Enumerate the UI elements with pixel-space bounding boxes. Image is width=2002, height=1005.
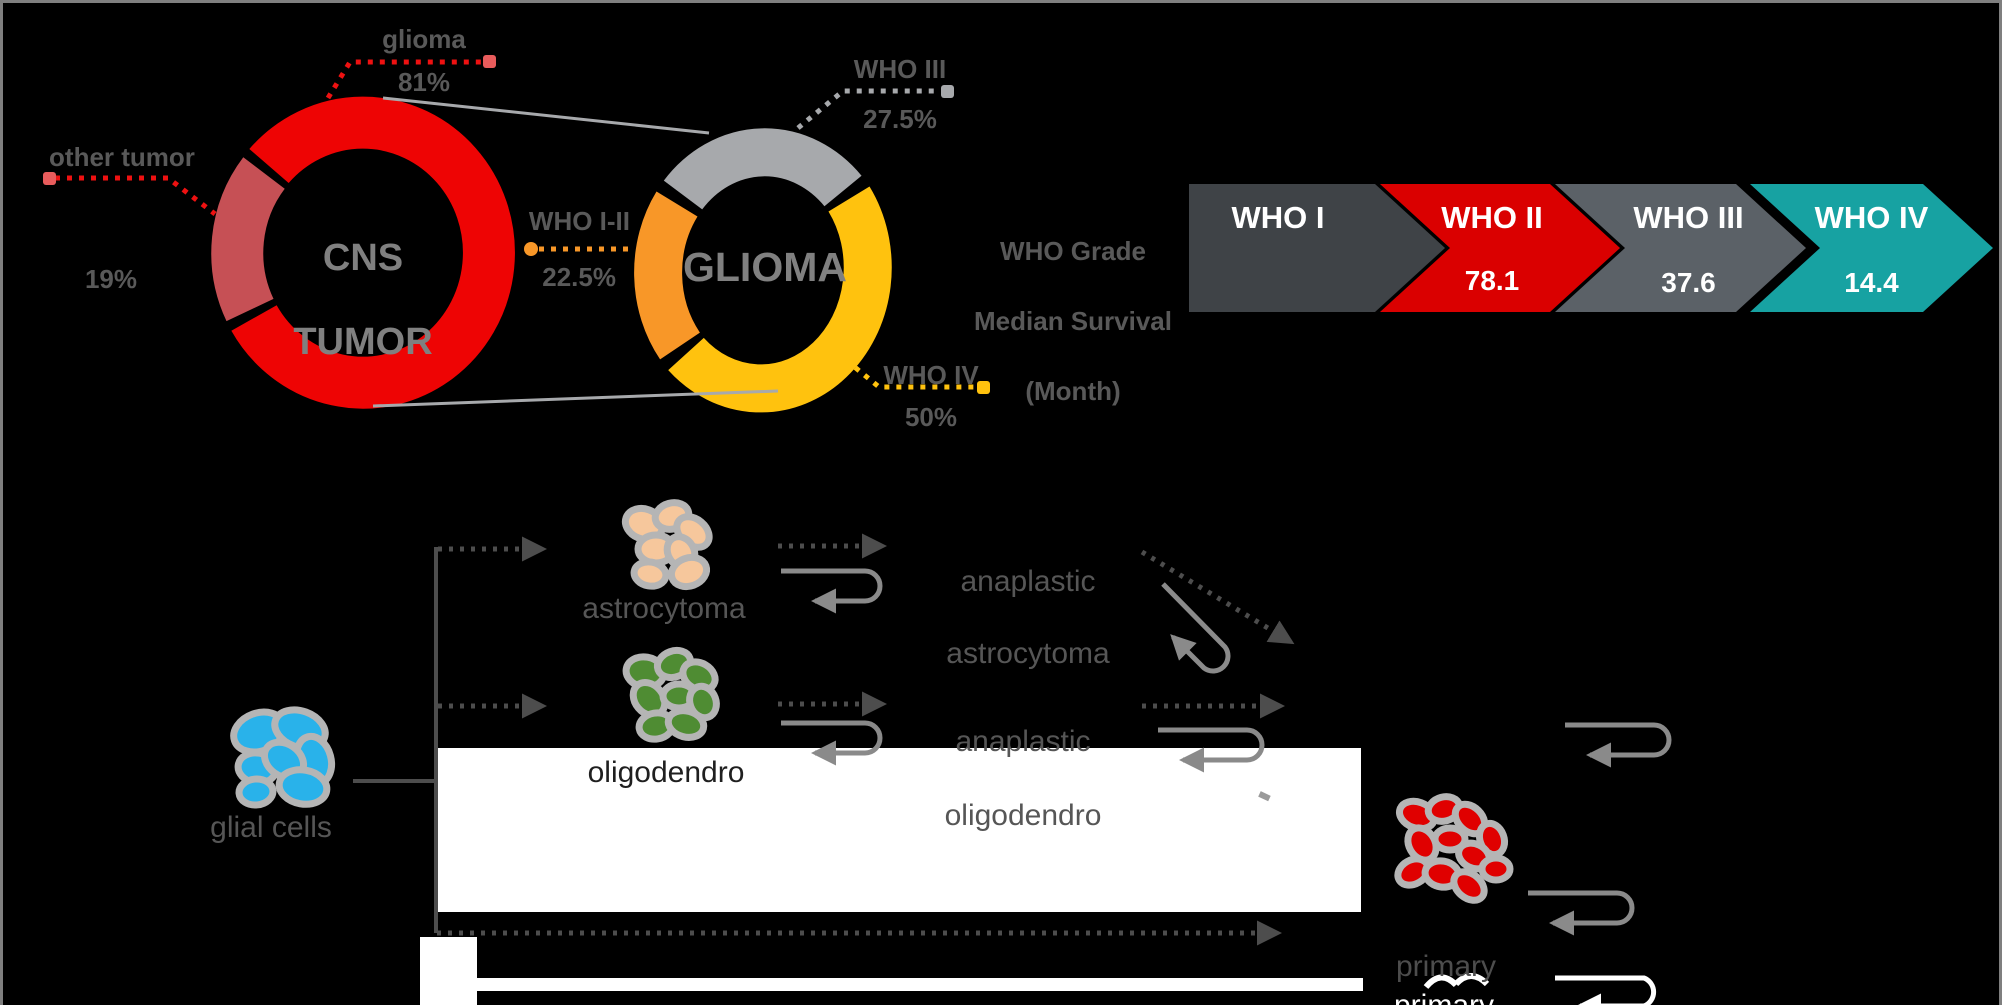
connector-line-top (382, 96, 710, 135)
white-rect-small (420, 937, 477, 1005)
uturn-primary-glioblastoma (1528, 890, 1635, 936)
who12-callout-pct: 22.5% (542, 262, 616, 292)
chevron-who4-value: 14.4 (1844, 267, 1899, 298)
cluster-primary-glioblastoma (1394, 793, 1514, 904)
glioma-donut-who3-segment (663, 128, 862, 210)
chevron-who3-value: 37.6 (1661, 267, 1716, 298)
leader-glioma-endpoint (483, 55, 496, 68)
uturn-astrocytoma (781, 568, 883, 614)
primary-glioblastoma-label: primary glioblastoma (1326, 904, 1566, 1005)
glioma-donut-who12-segment (634, 191, 701, 360)
who4-callout-label: WHO IV (883, 360, 979, 390)
glioma-callout-pct: 81% (397, 67, 451, 97)
donut-connector-lines (372, 96, 779, 408)
who3-callout-label: WHO III (853, 54, 947, 84)
glioma-donut (634, 128, 892, 413)
leader-who12-endpoint (524, 242, 538, 256)
anaplastic-oligodendro-line1: anaplastic (955, 725, 1091, 758)
anaplastic-astrocytoma-line2: astrocytoma (946, 637, 1110, 670)
cluster-white-partial (1423, 973, 1490, 990)
glioma-callout-label: glioma (382, 24, 466, 54)
uturn-anaplastic-oligo (1158, 727, 1265, 773)
survival-caption-line2: Median Survival (974, 306, 1172, 336)
cluster-astrocytoma (621, 499, 713, 591)
cns-donut-glioma-segment (231, 96, 515, 409)
white-bar (477, 978, 1363, 991)
oligodendro-label: oligodendro (587, 756, 745, 789)
survival-caption: WHO Grade Median Survival (Month) (941, 199, 1205, 444)
survival-chevrons (1189, 184, 1993, 312)
chevron-who4-label: WHO IV (1814, 200, 1929, 235)
leader-who3 (796, 88, 940, 130)
leader-other-tumor (55, 175, 217, 216)
leader-who4 (844, 358, 975, 390)
glioma-donut-title: GLIOMA (683, 244, 847, 290)
cns-donut-title: CNS TUMOR (253, 195, 473, 405)
anaplastic-oligodendro-line2: oligodendro (944, 799, 1102, 832)
white-mask-blocks (420, 748, 1363, 1005)
cluster-oligodendro (622, 646, 720, 743)
chevron-who2-value: 78.1 (1464, 265, 1520, 296)
leader-other-tumor-endpoint (43, 172, 56, 185)
glioma-donut-who4-segment (668, 186, 892, 413)
chevron-who2 (1380, 184, 1620, 312)
stray-mark (1258, 791, 1271, 802)
recurrence-arrows (781, 568, 1672, 1005)
white-rect-large (437, 748, 1361, 912)
connector-line-bottom (372, 389, 779, 408)
chevron-who2-label: WHO II (1441, 200, 1543, 235)
who12-callout-label: WHO I-II (528, 206, 630, 236)
chevron-who1-label: WHO I (1231, 200, 1325, 235)
anaplastic-astrocytoma-line1: anaplastic (960, 565, 1096, 598)
leader-who4-endpoint (977, 381, 990, 394)
leader-glioma (325, 59, 484, 100)
leader-who3-endpoint (941, 85, 954, 98)
callout-leaders (43, 55, 990, 394)
anaplastic-oligodendro-label: anaplastic oligodendro (893, 686, 1153, 871)
uturn-oligodendro (781, 720, 883, 766)
cluster-glial-cells (230, 706, 336, 809)
uturn-far-right (1565, 722, 1672, 768)
uturn-anaplastic-astro-diagonal (1161, 582, 1231, 674)
primary-white-label: primary (1324, 989, 1564, 1005)
other-tumor-callout-label: other tumor (49, 142, 195, 172)
survival-caption-line3: (Month) (1025, 376, 1121, 406)
uturn-white-bottom (1555, 975, 1657, 1005)
cns-tumor-donut (211, 96, 515, 409)
lineage-tree (353, 533, 1295, 946)
arrow-anaplastic-astro-diagonal (1140, 549, 1295, 645)
glial-cells-label: glial cells (210, 811, 332, 844)
primary-glioblastoma-line1: primary (1395, 950, 1496, 983)
cns-donut-other-segment (211, 157, 286, 322)
other-tumor-callout-pct: 19% (84, 264, 138, 294)
figure-canvas (43, 55, 1993, 1005)
survival-caption-line1: WHO Grade (1000, 236, 1146, 266)
cns-donut-title-line1: CNS (322, 237, 404, 279)
chevron-who4 (1750, 184, 1993, 312)
chevron-who3 (1555, 184, 1806, 312)
anaplastic-astrocytoma-label: anaplastic astrocytoma (898, 528, 1158, 708)
astrocytoma-label: astrocytoma (582, 592, 746, 625)
who3-callout-pct: 27.5% (863, 104, 937, 134)
cns-donut-title-line2: TUMOR (293, 321, 433, 363)
who4-callout-pct: 50% (904, 402, 958, 432)
chevron-who1 (1189, 184, 1445, 312)
chevron-who3-label: WHO III (1633, 200, 1744, 235)
